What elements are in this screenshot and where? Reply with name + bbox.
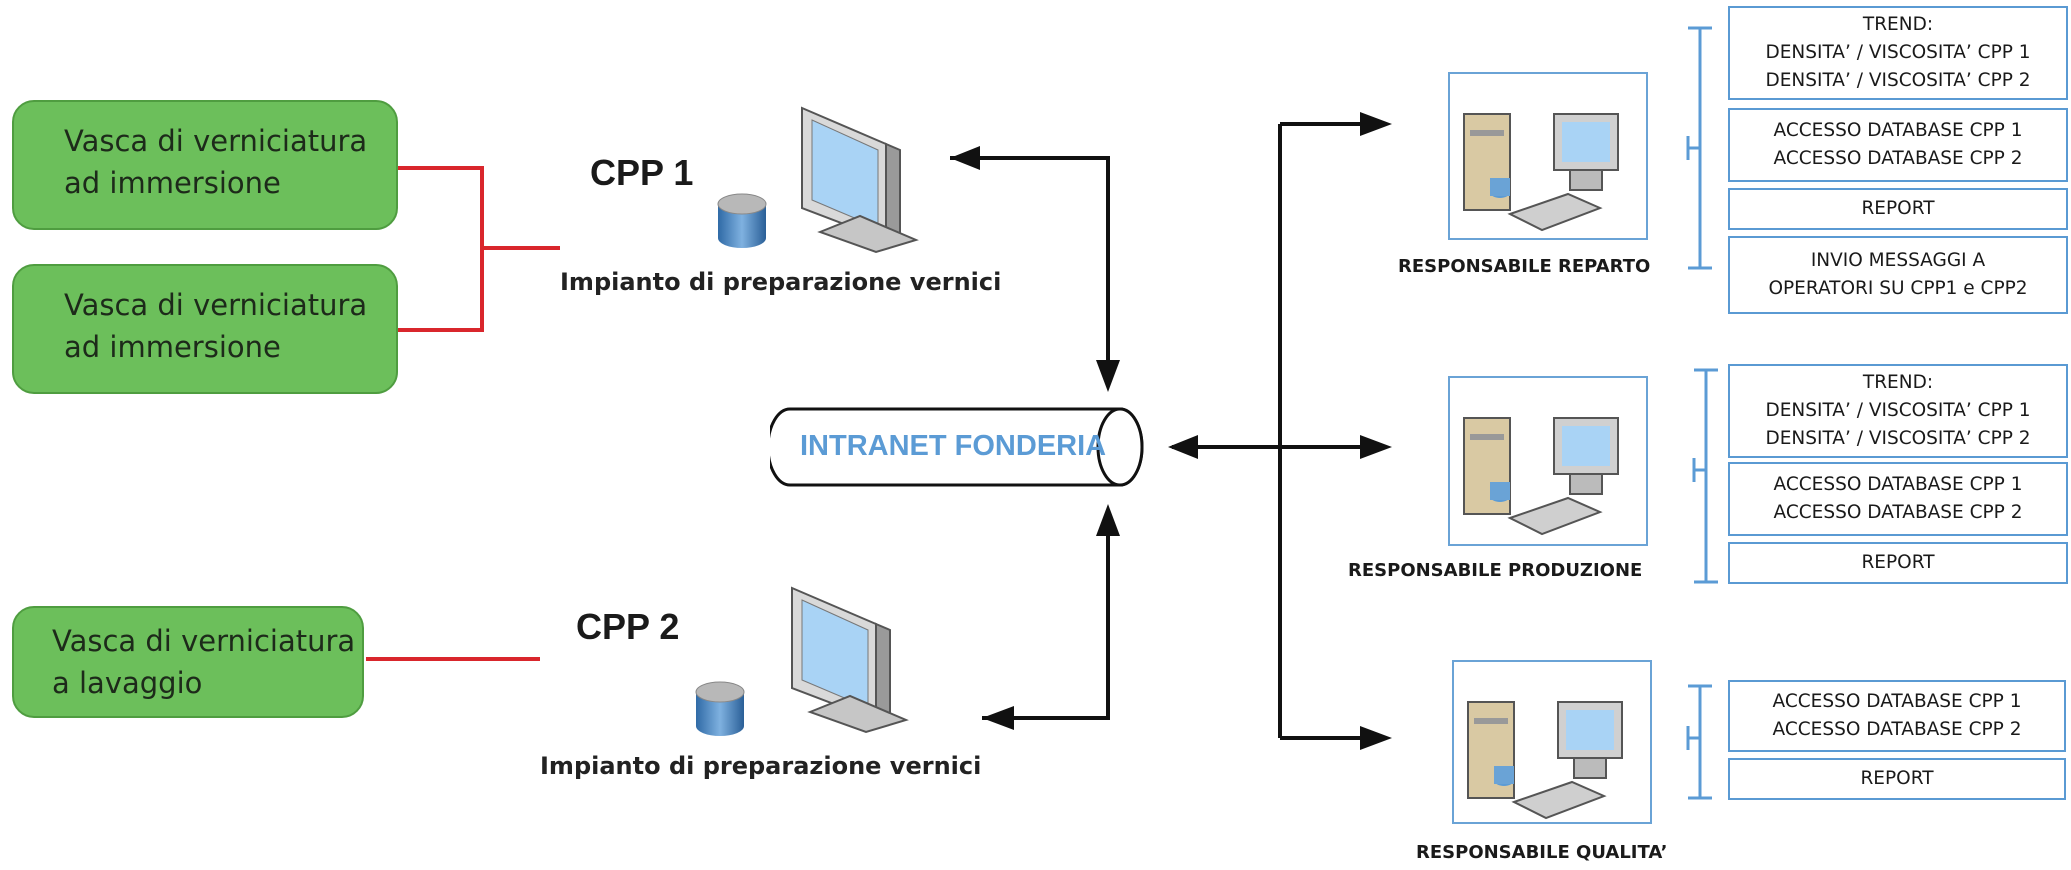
tank-immersion-1: Vasca di verniciatura ad immersione: [12, 100, 398, 230]
arrowhead-produzione: [1360, 435, 1392, 459]
function-line: REPORT: [1861, 198, 1935, 219]
function-box-trend: TREND: DENSITA’ / VISCOSITA’ CPP 1 DENSI…: [1728, 364, 2068, 458]
workstation-qualita: [1452, 660, 1652, 824]
cpp1-caption: Impianto di preparazione vernici: [560, 268, 1002, 296]
workstation-icon: [1463, 113, 1619, 232]
function-box-report: REPORT: [1728, 758, 2066, 800]
station-label-reparto: RESPONSABILE REPARTO: [1398, 256, 1651, 277]
tank-line: ad immersione: [64, 166, 281, 200]
arrowhead-intranet-right: [1168, 435, 1198, 459]
monitor-icon: [801, 106, 919, 254]
arrowhead-qualita: [1360, 726, 1392, 750]
database-icon: [695, 681, 745, 736]
cpp2-title: CPP 2: [576, 606, 680, 647]
function-box-messages: INVIO MESSAGGI A OPERATORI SU CPP1 e CPP…: [1728, 236, 2068, 314]
cpp2-caption: Impianto di preparazione vernici: [540, 752, 982, 780]
arrowhead-reparto: [1360, 112, 1392, 136]
function-line: ACCESSO DATABASE CPP 2: [1772, 719, 2022, 740]
workstation-icon: [1463, 417, 1619, 536]
arrowhead-cpp1: [950, 146, 980, 170]
workstation-icon: [1467, 701, 1623, 820]
function-line: DENSITA’ / VISCOSITA’ CPP 1: [1765, 400, 2031, 421]
tank-immersion-2: Vasca di verniciatura ad immersione: [12, 264, 398, 394]
database-icon: [717, 193, 767, 248]
function-box-report: REPORT: [1728, 188, 2068, 230]
monitor-icon: [791, 586, 909, 734]
cpp1-title: CPP 1: [590, 152, 694, 193]
tank-line: Vasca di verniciatura: [64, 124, 368, 158]
tank-line: Vasca di verniciatura: [64, 288, 368, 322]
function-line: ACCESSO DATABASE CPP 1: [1772, 691, 2022, 712]
function-box-database: ACCESSO DATABASE CPP 1 ACCESSO DATABASE …: [1728, 462, 2068, 536]
arrowhead-cpp2: [982, 706, 1014, 730]
pipe-icon: [770, 407, 1144, 487]
function-box-trend: TREND: DENSITA’ / VISCOSITA’ CPP 1 DENSI…: [1728, 6, 2068, 100]
arrowheads: [950, 112, 1392, 750]
function-line: DENSITA’ / VISCOSITA’ CPP 2: [1765, 70, 2031, 91]
function-box-report: REPORT: [1728, 542, 2068, 584]
station-label-produzione: RESPONSABILE PRODUZIONE: [1348, 560, 1643, 581]
function-line: ACCESSO DATABASE CPP 2: [1773, 502, 2023, 523]
tank-line: a lavaggio: [52, 666, 203, 700]
tank-1-link: [398, 166, 560, 250]
workstation-reparto: [1448, 72, 1648, 240]
workstation-produzione: [1448, 376, 1648, 546]
function-line: TREND:: [1862, 14, 1934, 35]
function-box-database: ACCESSO DATABASE CPP 1 ACCESSO DATABASE …: [1728, 108, 2068, 182]
station-label-qualita: RESPONSABILE QUALITA’: [1416, 842, 1668, 863]
arrowhead-intranet-bottom: [1096, 504, 1120, 536]
function-brackets: [1686, 26, 1718, 800]
tank-washing: Vasca di verniciatura a lavaggio: [12, 606, 364, 718]
function-line: TREND:: [1862, 372, 1934, 393]
function-line: ACCESSO DATABASE CPP 1: [1773, 474, 2023, 495]
arrowhead-intranet-top: [1096, 360, 1120, 392]
function-line: DENSITA’ / VISCOSITA’ CPP 1: [1765, 42, 2031, 63]
function-line: INVIO MESSAGGI A: [1810, 250, 1986, 271]
cpp2-intranet-arrow: [982, 510, 1110, 720]
function-line: REPORT: [1860, 768, 1934, 789]
tank-line: Vasca di verniciatura: [52, 624, 356, 658]
tank-line: ad immersione: [64, 330, 281, 364]
function-line: REPORT: [1861, 552, 1935, 573]
function-line: DENSITA’ / VISCOSITA’ CPP 2: [1765, 428, 2031, 449]
function-line: ACCESSO DATABASE CPP 1: [1773, 120, 2023, 141]
tank-links: [366, 166, 560, 661]
cpp1-intranet-arrow: [950, 156, 1110, 386]
function-line: OPERATORI SU CPP1 e CPP2: [1768, 278, 2028, 299]
intranet-label: INTRANET FONDERIA: [800, 430, 1107, 462]
function-box-database: ACCESSO DATABASE CPP 1 ACCESSO DATABASE …: [1728, 680, 2066, 752]
tank-2-link: [398, 248, 484, 332]
function-line: ACCESSO DATABASE CPP 2: [1773, 148, 2023, 169]
